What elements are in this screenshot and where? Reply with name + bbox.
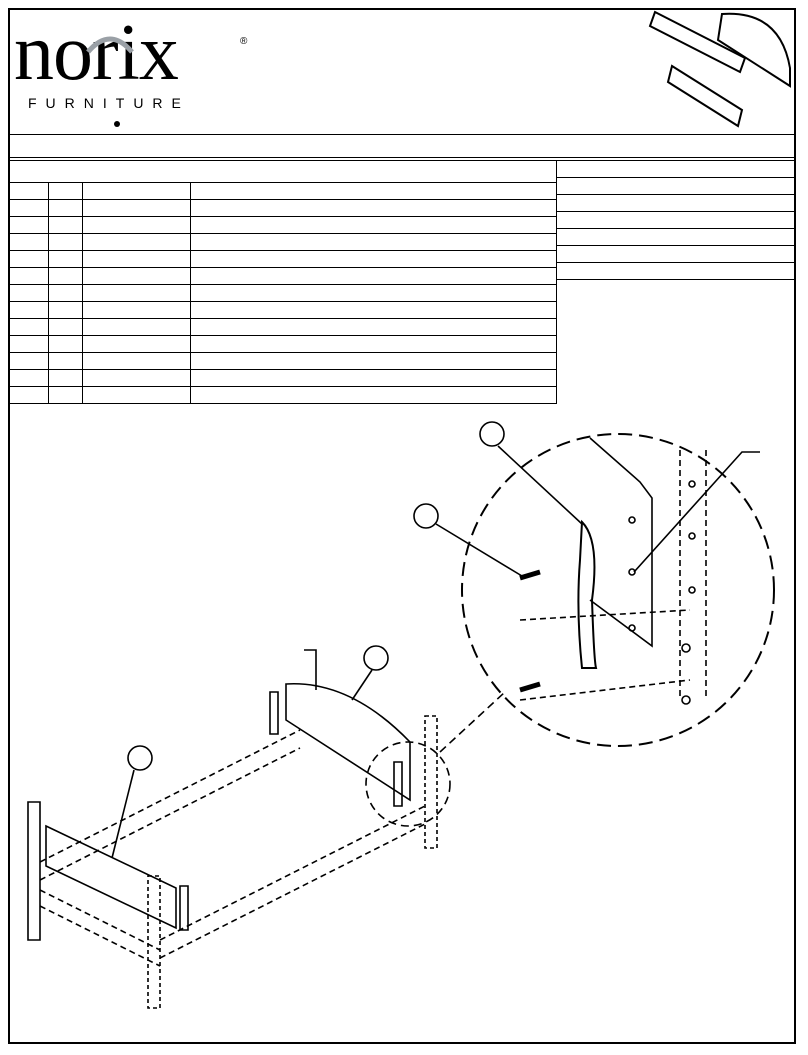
- rail-panel: [666, 64, 744, 128]
- detail-nut: [681, 643, 691, 653]
- side-rail-left-lower: [39, 747, 301, 881]
- side-table: [556, 160, 796, 280]
- callout-leader: [497, 445, 583, 525]
- parts-thumbnail: [648, 10, 791, 128]
- page-frame: [8, 8, 796, 1044]
- bracket-back-left: [269, 691, 279, 735]
- logo-dot: [114, 121, 120, 127]
- bracket-back-right: [393, 761, 403, 807]
- detail-nut: [681, 695, 691, 705]
- footboard-panel: [648, 10, 747, 74]
- lower-rail-2: [39, 905, 161, 967]
- headboard: [285, 682, 411, 802]
- callout-2: [413, 503, 439, 529]
- side-rail-right: [159, 805, 426, 941]
- lower-rail: [39, 889, 161, 951]
- detail-hole: [688, 480, 696, 488]
- detail-hole: [628, 624, 636, 632]
- callout-4: [127, 745, 153, 771]
- header-rule-top: [8, 134, 796, 135]
- table-row: [556, 262, 796, 280]
- detail-hole: [688, 586, 696, 594]
- post-front-right: [147, 875, 161, 1009]
- detail-zoom-small: [365, 741, 451, 827]
- parts-table: [8, 160, 557, 404]
- table-row: [8, 386, 557, 404]
- headboard-panel: [716, 12, 791, 88]
- callout-leader: [633, 451, 760, 573]
- post-back-left: [304, 649, 317, 690]
- detail-zoom-large: [461, 433, 775, 747]
- footboard: [45, 824, 177, 930]
- norix-logo: norix ® FURNITURE: [14, 9, 254, 132]
- detail-bolt: [519, 569, 541, 581]
- logo-subtitle: FURNITURE: [28, 95, 190, 111]
- table-row: [8, 267, 557, 285]
- registered-mark: ®: [240, 36, 248, 47]
- callout-leader: [351, 669, 373, 701]
- table-row: [8, 369, 557, 387]
- table-row: [8, 216, 557, 234]
- detail-hole: [628, 516, 636, 524]
- bed-frame: [27, 421, 775, 1009]
- detail-bracket: [577, 519, 598, 669]
- detail-bolt: [519, 681, 541, 693]
- logo-wordmark: norix: [14, 9, 179, 97]
- callout-leader: [435, 523, 523, 577]
- post-back-right: [424, 715, 438, 849]
- header-rule-bottom: [8, 157, 796, 158]
- side-rail-right-lower: [159, 823, 426, 959]
- callout-leader: [111, 769, 135, 859]
- side-rail-left: [39, 729, 301, 863]
- zoom-leader: [439, 691, 506, 753]
- logo-swoosh: [86, 36, 134, 54]
- detail-hole: [688, 532, 696, 540]
- post-front-left: [27, 801, 41, 941]
- callout-3: [363, 645, 389, 671]
- table-row: [8, 318, 557, 336]
- detail-rail: [519, 609, 691, 701]
- callout-1: [479, 421, 505, 447]
- bracket-front-right: [179, 885, 189, 931]
